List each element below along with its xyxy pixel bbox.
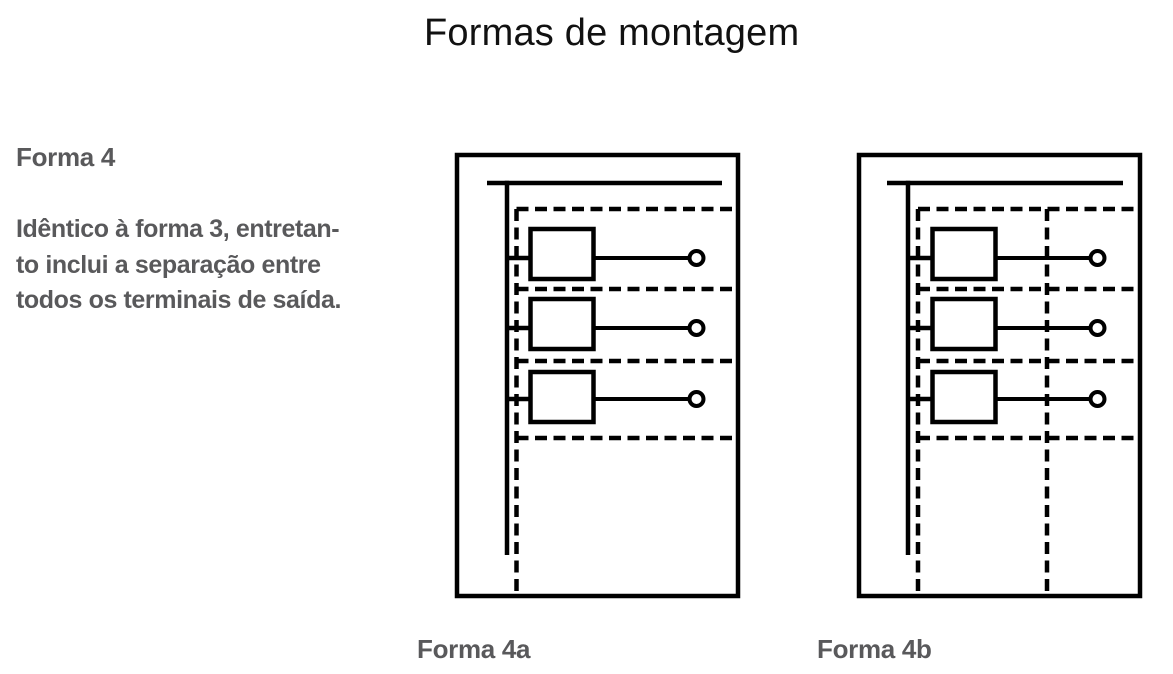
section-heading: Forma 4: [16, 142, 116, 172]
terminal-circle: [1088, 249, 1107, 267]
enclosure-outline: [856, 152, 1143, 599]
terminal-circle: [1088, 390, 1107, 408]
section-description: Idêntico à forma 3, entretan- to inclui …: [16, 212, 341, 319]
device-box: [528, 369, 596, 425]
terminal-circle: [687, 249, 706, 267]
terminal-circle: [687, 319, 706, 337]
terminal-circle: [687, 390, 706, 408]
device-box: [528, 226, 596, 282]
description-line-2: to inclui a separação entre: [16, 250, 321, 279]
figure-label-forma-4b: Forma 4b: [817, 634, 932, 664]
description-line-1: Idêntico à forma 3, entretan-: [16, 215, 340, 243]
device-box: [528, 296, 596, 352]
page-title: Formas de montagem: [424, 12, 800, 54]
terminal-circle: [1088, 319, 1107, 337]
device-box: [930, 226, 998, 282]
enclosure-outline: [454, 152, 741, 599]
device-box: [930, 369, 998, 425]
description-line-3: todos os terminais de saída.: [16, 286, 342, 314]
figure-forma-4b: [856, 152, 1143, 599]
device-box: [930, 296, 998, 352]
figure-label-forma-4a: Forma 4a: [417, 634, 531, 664]
figure-forma-4a: [454, 152, 741, 599]
